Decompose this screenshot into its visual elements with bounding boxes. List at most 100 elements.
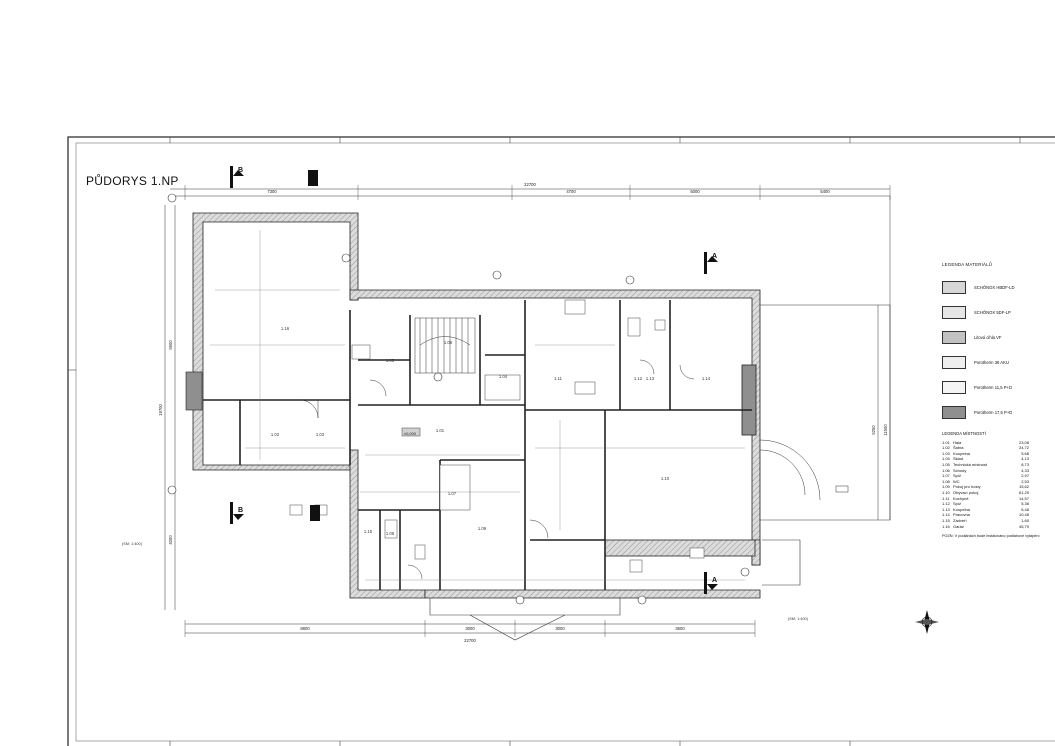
legend-material-label: Porotherm 17,5 P+D xyxy=(974,410,1013,416)
section-marker-b-top: B xyxy=(230,166,244,188)
dim-top-1: 4700 xyxy=(566,189,576,194)
dim-bottom-1: 3000 xyxy=(465,626,475,631)
legend-material-label: SCHÖNOX HBDF-LD xyxy=(974,285,1015,291)
legend-material-label: Porotherm 38 AKU xyxy=(974,360,1009,366)
dim-left-1: 5500 xyxy=(168,340,173,350)
room-name: Garáž xyxy=(953,523,964,529)
legend-swatch xyxy=(942,406,966,420)
room-area: 5,38 xyxy=(1021,501,1029,507)
room-area: 2,97 xyxy=(1021,473,1029,479)
room-area: 14,57 xyxy=(1018,495,1029,501)
room-name: Schody xyxy=(953,467,967,473)
fixtures xyxy=(289,299,705,573)
room-area: 4,33 xyxy=(1021,467,1029,473)
legend-rooms-heading: LEGENDA MÍSTNOSTÍ xyxy=(942,431,986,437)
room-label-1-03: 1.03 xyxy=(316,432,325,437)
garage-door-jamb xyxy=(185,371,203,411)
room-area: 10,48 xyxy=(1018,512,1029,518)
legend-material-item: Porotherm 11,5 P+D xyxy=(942,381,1055,395)
frame-ticks xyxy=(68,137,1021,746)
drawing-title: PŮDORYS 1.NP xyxy=(86,174,179,188)
dim-bottom-0: 8800 xyxy=(300,626,310,631)
legend-material-label: SCHÖNOX 5DF-LP xyxy=(974,310,1011,316)
legend-swatch xyxy=(942,281,966,295)
room-number: 1.07 xyxy=(942,473,950,479)
room-name: Spíž xyxy=(953,501,962,507)
room-number: 1.01 xyxy=(942,439,950,445)
room-area: 1,60 xyxy=(1021,518,1029,524)
room-number: 1.12 xyxy=(942,501,950,507)
room-name: Koupelna xyxy=(953,506,970,512)
room-area: 23,08 xyxy=(1018,439,1029,445)
room-number: 1.16 xyxy=(942,523,950,529)
room-area: 6,48 xyxy=(1021,506,1029,512)
room-number: 1.11 xyxy=(942,495,950,501)
room-area: 45,79 xyxy=(1018,523,1029,529)
room-label-1-16: 1.16 xyxy=(281,326,290,331)
section-marker-b-bottom: B xyxy=(230,502,244,524)
room-label-1-13: 1.13 xyxy=(646,376,655,381)
room-label-1-05: 1.05 xyxy=(386,358,395,363)
house-outer-walls xyxy=(349,289,761,599)
section-marker-a-top: A xyxy=(704,252,718,274)
room-number: 1.15 xyxy=(942,518,950,524)
room-area: 61,29 xyxy=(1018,490,1029,496)
room-area: 8,73 xyxy=(1021,462,1029,468)
legend-swatch xyxy=(942,356,966,370)
room-area: 2,53 xyxy=(1021,478,1029,484)
room-name: WC xyxy=(953,478,960,484)
dim-left-0: 19700 xyxy=(158,404,163,416)
room-name: Pokoj pro hosty xyxy=(953,484,981,490)
legend-material-item: SCHÖNOX 5DF-LP xyxy=(942,306,1055,320)
section-marker-c-bottom xyxy=(310,505,320,521)
dim-bottom-2: 3000 xyxy=(555,626,565,631)
section-a-top-label: A xyxy=(712,253,717,260)
room-label-1-14: 1.14 xyxy=(702,376,711,381)
room-number: 1.09 xyxy=(942,484,950,490)
room-name: Koupelna xyxy=(953,450,970,456)
room-number: 1.05 xyxy=(942,462,950,468)
staircase xyxy=(414,317,476,374)
legend-material-item: Porotherm 38 AKU xyxy=(942,356,1055,370)
sheet-frame xyxy=(67,136,1055,746)
dim-left-2: 4000 xyxy=(168,535,173,545)
room-name: Pracovna xyxy=(953,512,970,518)
room-area: 24,72 xyxy=(1018,445,1029,451)
legend-note: POZN: V podlahách bude instalováno podla… xyxy=(942,533,1040,538)
room-label-1-09: 1.09 xyxy=(478,526,487,531)
room-label-1-11: 1.11 xyxy=(554,376,563,381)
dim-top-2: 5000 xyxy=(690,189,700,194)
room-name: Obývací pokoj xyxy=(953,490,979,496)
elevation-label: ±0,000 xyxy=(404,431,417,436)
room-name: Kuchyně xyxy=(953,495,969,501)
inner-dimension-lines xyxy=(210,230,745,581)
room-number: 1.04 xyxy=(942,456,950,462)
section-markers: B B A A xyxy=(230,166,718,594)
room-number: 1.14 xyxy=(942,512,950,518)
room-label-1-15: 1.15 xyxy=(364,529,373,534)
room-labels: 1.16 1.05 1.06 1.04 1.11 1.12 1.13 1.14 … xyxy=(271,326,711,536)
scale-note-left: (SM: 1:400) xyxy=(122,542,143,546)
room-label-1-02: 1.02 xyxy=(271,432,280,437)
room-number: 1.03 xyxy=(942,450,950,456)
terrace-drain xyxy=(835,485,849,493)
grid-bubbles xyxy=(167,193,750,605)
sheet-inner-frame xyxy=(75,142,1055,742)
room-name: Šatna xyxy=(953,445,964,451)
room-number: 1.02 xyxy=(942,445,950,451)
room-name: Spíž xyxy=(953,473,962,479)
